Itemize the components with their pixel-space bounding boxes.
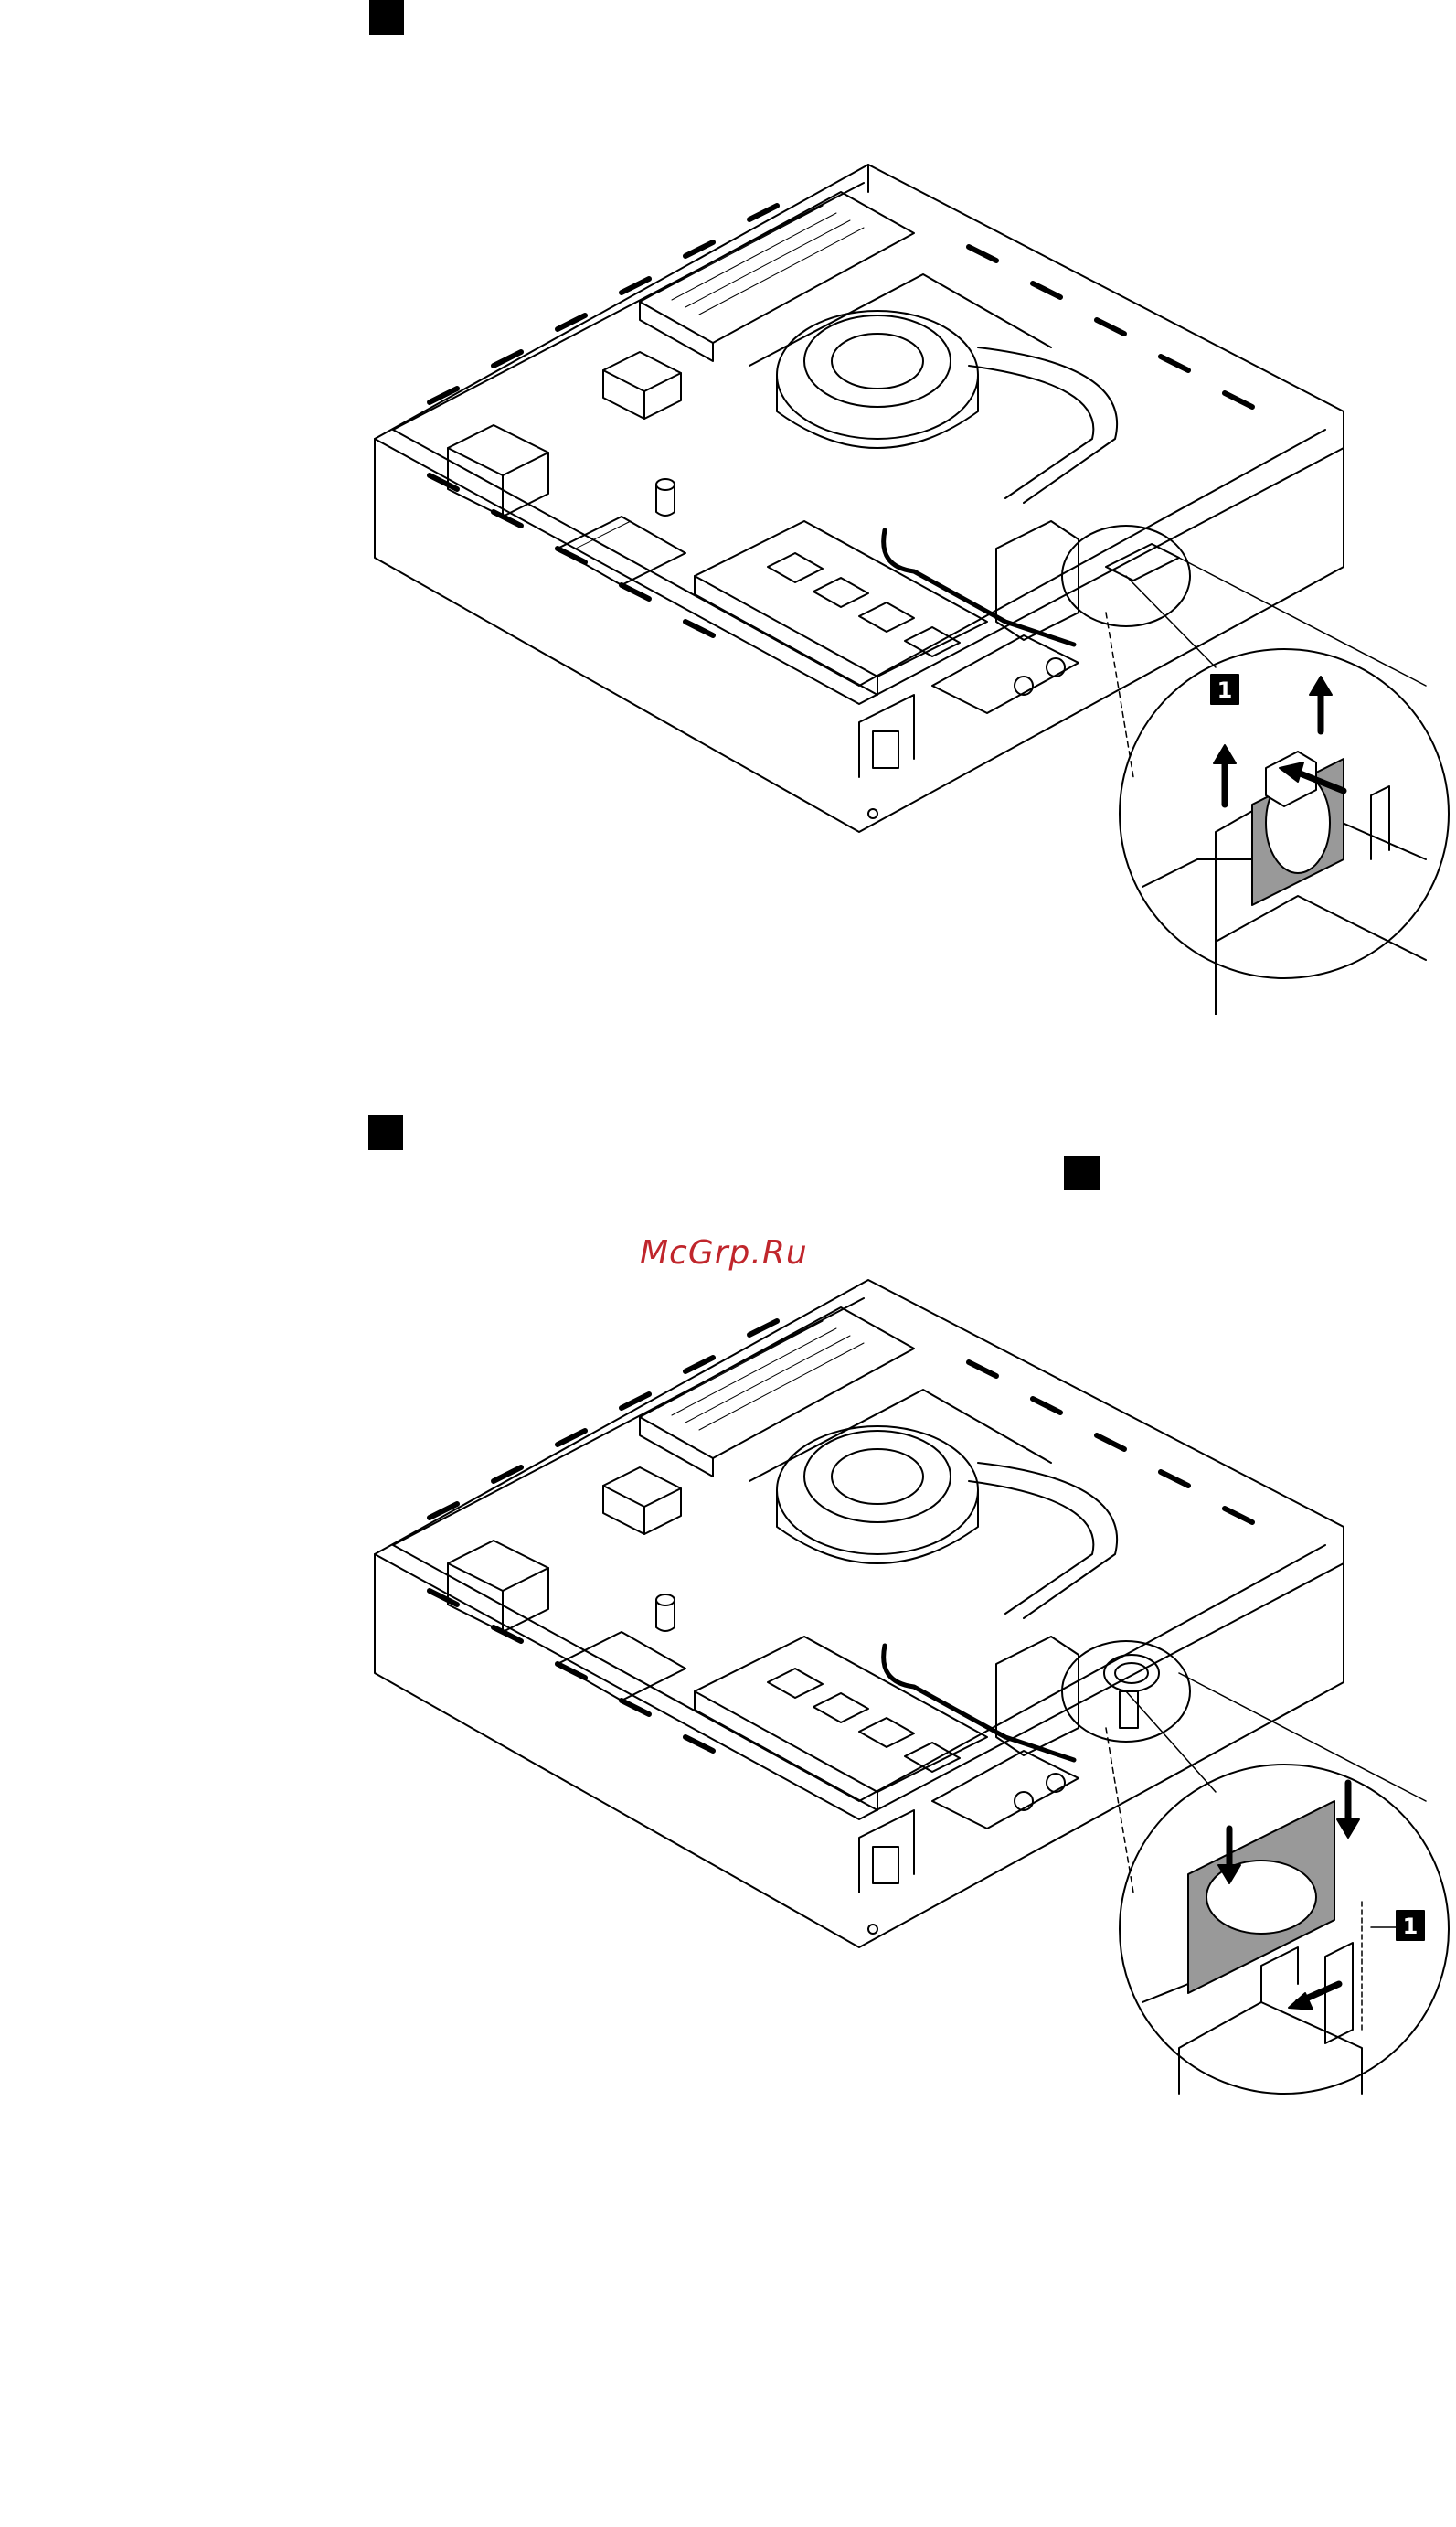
figure-remove-speaker: 1 xyxy=(0,137,1456,1015)
step-marker-top xyxy=(369,0,404,35)
callout-label: 1 xyxy=(1217,677,1233,703)
figure-install-speaker: 1 xyxy=(0,1243,1456,2121)
step-marker-middle-left xyxy=(368,1115,403,1150)
callout-label: 1 xyxy=(1403,1914,1419,1939)
chassis-illustration xyxy=(375,165,1449,1015)
chassis-illustration xyxy=(375,1280,1449,2094)
step-marker-middle-right xyxy=(1064,1156,1100,1190)
